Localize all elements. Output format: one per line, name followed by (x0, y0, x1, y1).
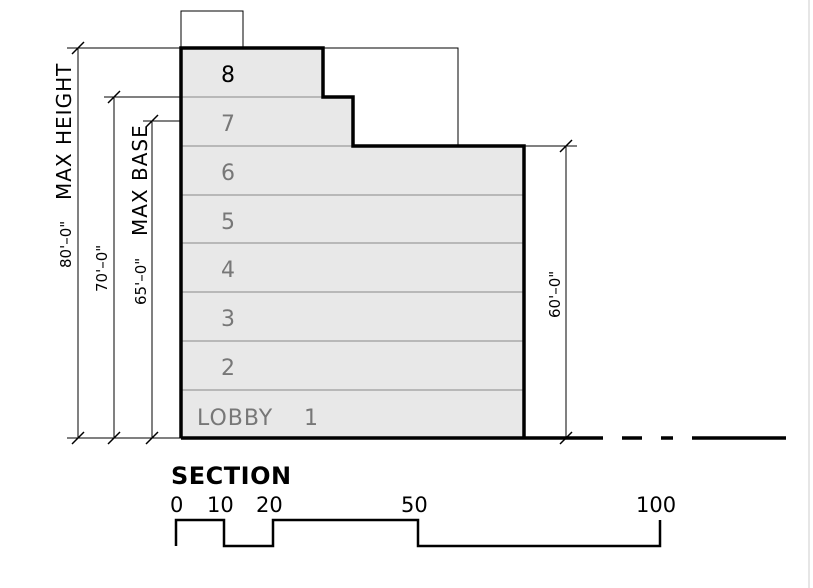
dimension-70ft (104, 90, 181, 445)
scale-tick-50: 50 (401, 493, 428, 517)
floor-label-1: 1 (304, 406, 318, 431)
max-height-label: MAX HEIGHT (52, 63, 76, 200)
section-title: SECTION (171, 462, 292, 490)
floor-dividers (181, 96, 524, 391)
floor-label-8: 8 (221, 63, 235, 88)
scale-bar (174, 518, 662, 548)
floor-label-6: 6 (221, 161, 235, 186)
setback-outline (322, 47, 459, 146)
scale-tick-100: 100 (636, 493, 676, 517)
scale-tick-0: 0 (170, 493, 183, 517)
dimension-80ft-value: 80'–0" (57, 221, 75, 268)
right-edge-border (808, 0, 810, 588)
dimension-70ft-value: 70'–0" (93, 245, 111, 292)
scale-tick-10: 10 (207, 493, 234, 517)
floor-label-2: 2 (221, 356, 235, 381)
floor-label-3: 3 (221, 307, 235, 332)
dimension-80ft (67, 41, 181, 445)
floor-label-5: 5 (221, 210, 235, 235)
scale-tick-20: 20 (256, 493, 283, 517)
dimension-65ft (143, 114, 181, 445)
building-outline (179, 46, 526, 438)
dimension-60ft (524, 139, 577, 445)
lobby-label: LOBBY (197, 406, 273, 431)
dimension-60ft-value: 60'–0" (546, 271, 564, 318)
floor-label-7: 7 (221, 112, 235, 137)
rooftop-structure (180, 10, 244, 50)
dimension-65ft-value: 65'–0" (132, 258, 150, 305)
floor-label-4: 4 (221, 258, 235, 283)
max-base-label: MAX BASE (128, 124, 152, 236)
